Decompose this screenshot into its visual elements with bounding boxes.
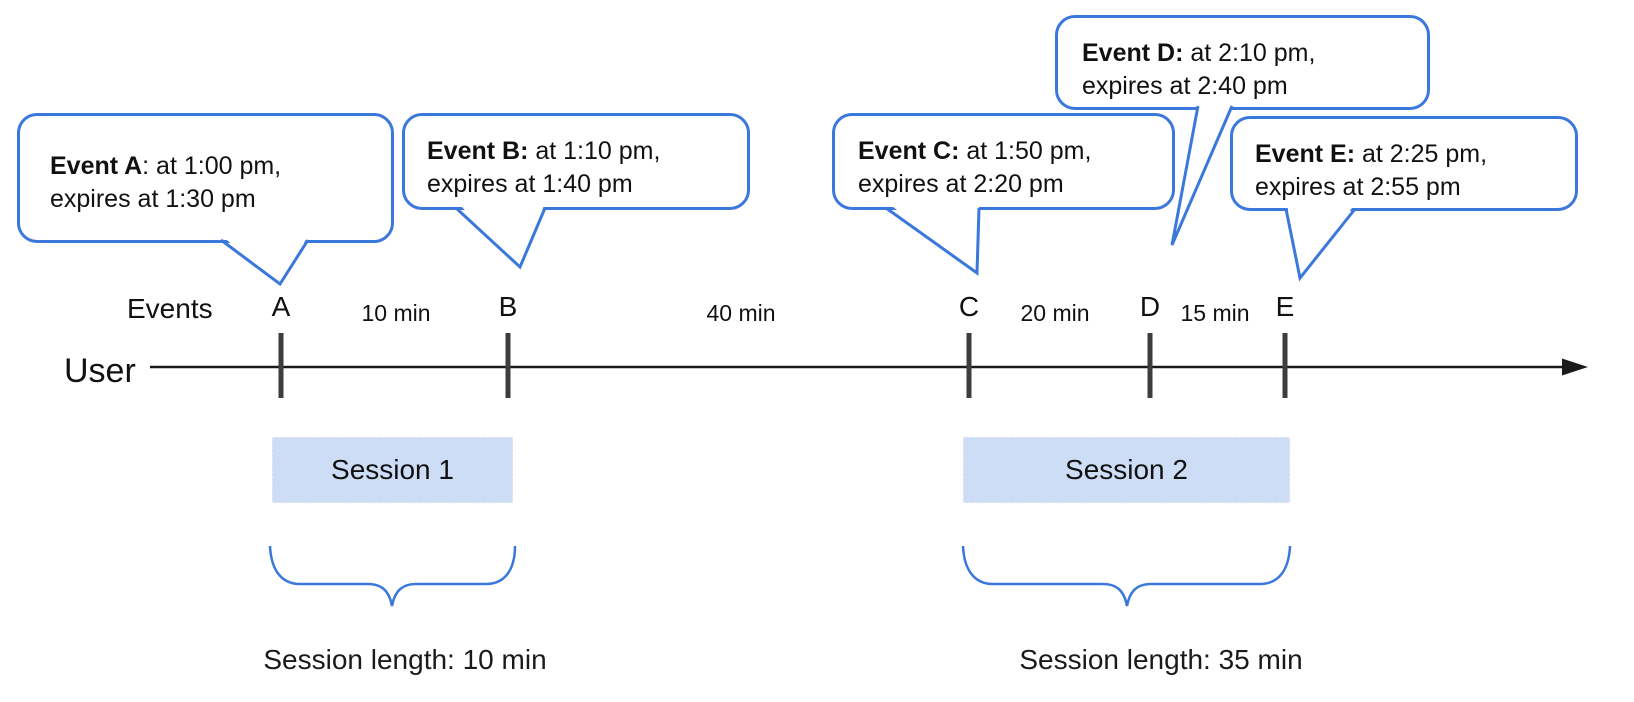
event-time: at 2:10 pm, <box>1183 39 1316 67</box>
event-name: Event C: <box>858 137 960 165</box>
callout-line2: expires at 2:40 pm <box>1082 72 1288 100</box>
tick-e <box>1282 333 1288 398</box>
timeline-axis-arrow <box>150 358 1588 376</box>
event-time: at 1:50 pm, <box>959 137 1092 165</box>
session1-box: Session 1 <box>272 437 513 503</box>
tick-label-e: E <box>1275 291 1295 322</box>
event-name: Event E: <box>1255 140 1356 168</box>
session2-box: Session 2 <box>963 437 1290 503</box>
tick-c <box>966 333 972 398</box>
callout-line2: expires at 1:30 pm <box>50 185 256 213</box>
tick-b <box>505 333 511 398</box>
interval-a-b: 10 min <box>361 300 431 326</box>
callout-event-a: Event A: at 1:00 pm, expires at 1:30 pm <box>17 113 394 243</box>
session2-brace <box>961 545 1292 607</box>
interval-c-d: 20 min <box>1020 300 1090 326</box>
callout-line1: Event A: at 1:00 pm, <box>50 150 381 183</box>
user-axis-label: User <box>64 352 136 390</box>
session2-label: Session 2 <box>1065 454 1188 485</box>
callout-tail-e <box>1284 204 1357 282</box>
callout-event-d: Event D: at 2:10 pm, expires at 2:40 pm <box>1055 15 1430 110</box>
tick-d <box>1147 333 1153 398</box>
session1-brace <box>268 545 517 607</box>
event-name: Event B: <box>427 137 529 165</box>
interval-d-e: 15 min <box>1180 300 1250 326</box>
session1-label: Session 1 <box>331 454 454 485</box>
callout-line1: Event E: at 2:25 pm, <box>1255 138 1565 171</box>
tick-a <box>278 333 284 398</box>
tick-label-d: D <box>1139 291 1161 322</box>
tick-label-a: A <box>271 291 291 322</box>
callout-line2: expires at 1:40 pm <box>427 170 633 198</box>
event-time: : at 1:00 pm, <box>142 152 282 180</box>
callout-line1: Event D: at 2:10 pm, <box>1082 37 1417 70</box>
session1-length-label: Session length: 10 min <box>263 644 547 675</box>
event-time: at 2:25 pm, <box>1355 140 1488 168</box>
callout-event-c: Event C: at 1:50 pm, expires at 2:20 pm <box>832 113 1175 210</box>
callout-line2: expires at 2:20 pm <box>858 170 1064 198</box>
event-time: at 1:10 pm, <box>528 137 661 165</box>
callout-tail-a <box>220 236 310 287</box>
event-name: Event D: <box>1082 39 1184 67</box>
callout-tail-c <box>885 203 981 276</box>
callout-line2: expires at 2:55 pm <box>1255 173 1461 201</box>
tick-label-c: C <box>958 291 980 322</box>
callout-tail-b <box>454 203 547 270</box>
session2-length-label: Session length: 35 min <box>1019 644 1303 675</box>
callout-tail-d <box>1170 103 1234 246</box>
tick-label-b: B <box>498 291 518 322</box>
callout-event-e: Event E: at 2:25 pm, expires at 2:55 pm <box>1230 116 1578 211</box>
events-row-label: Events <box>127 293 213 324</box>
callout-line1: Event B: at 1:10 pm, <box>427 135 737 168</box>
callout-event-b: Event B: at 1:10 pm, expires at 1:40 pm <box>402 113 750 210</box>
event-name: Event A <box>50 152 143 180</box>
callout-line1: Event C: at 1:50 pm, <box>858 135 1162 168</box>
interval-b-c: 40 min <box>706 300 776 326</box>
